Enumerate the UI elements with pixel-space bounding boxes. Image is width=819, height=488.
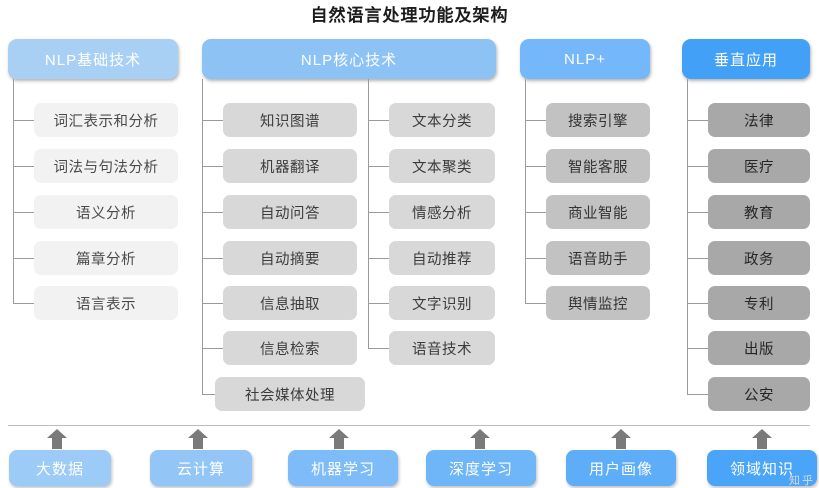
node-nlp-core[interactable]: 信息检索: [223, 331, 357, 365]
node-nlp-basic[interactable]: 篇章分析: [34, 241, 178, 275]
column-header-nlp-plus[interactable]: NLP+: [520, 39, 650, 79]
foundation-item-big-data[interactable]: 大数据: [9, 450, 111, 486]
connector-stub: [687, 120, 708, 121]
connector-stub: [687, 394, 708, 395]
connector-stub: [13, 303, 34, 304]
connector-stub: [525, 258, 546, 259]
connector-stub: [368, 303, 389, 304]
arrow-up-icon: [328, 428, 350, 450]
node-nlp-plus[interactable]: 舆情监控: [546, 286, 650, 320]
node-vertical-app[interactable]: 教育: [708, 195, 810, 229]
connector-stub: [13, 212, 34, 213]
page-title: 自然语言处理功能及架构: [310, 6, 509, 25]
connector-stub: [202, 120, 223, 121]
connector-stub: [687, 166, 708, 167]
connector-stub: [525, 212, 546, 213]
section-divider: [8, 425, 810, 426]
connector-stub: [13, 258, 34, 259]
connector-trunk-nlp-core-left: [202, 79, 203, 394]
connector-stub: [368, 120, 389, 121]
connector-stub: [202, 303, 223, 304]
node-nlp-basic[interactable]: 词汇表示和分析: [34, 103, 178, 137]
connector-trunk-nlp-core-right: [368, 79, 369, 349]
column-header-nlp-core[interactable]: NLP核心技术: [202, 39, 496, 79]
connector-stub: [368, 348, 389, 349]
connector-stub: [687, 348, 708, 349]
node-nlp-plus[interactable]: 智能客服: [546, 149, 650, 183]
connector-stub: [687, 258, 708, 259]
node-nlp-plus[interactable]: 搜索引擎: [546, 103, 650, 137]
node-vertical-app[interactable]: 政务: [708, 241, 810, 275]
connector-stub: [202, 212, 223, 213]
connector-stub: [525, 303, 546, 304]
node-nlp-core[interactable]: 信息抽取: [223, 286, 357, 320]
node-vertical-app[interactable]: 公安: [708, 377, 810, 411]
connector-trunk-nlp-plus: [525, 79, 526, 303]
node-nlp-core[interactable]: 自动摘要: [223, 241, 357, 275]
arrow-up-icon: [469, 428, 491, 450]
connector-trunk-nlp-basic: [13, 79, 14, 303]
node-vertical-app[interactable]: 医疗: [708, 149, 810, 183]
connector-stub: [13, 120, 34, 121]
arrow-up-icon: [751, 428, 773, 450]
node-nlp-core[interactable]: 知识图谱: [223, 103, 357, 137]
node-nlp-plus[interactable]: 语音助手: [546, 241, 650, 275]
column-header-nlp-basic[interactable]: NLP基础技术: [8, 39, 178, 79]
node-nlp-core[interactable]: 情感分析: [389, 195, 495, 229]
connector-stub: [687, 212, 708, 213]
connector-stub: [202, 394, 223, 395]
arrow-up-icon: [46, 428, 68, 450]
node-nlp-core[interactable]: 自动问答: [223, 195, 357, 229]
node-nlp-core[interactable]: 机器翻译: [223, 149, 357, 183]
node-nlp-plus[interactable]: 商业智能: [546, 195, 650, 229]
connector-trunk-vertical-apps: [687, 79, 688, 394]
connector-stub: [13, 166, 34, 167]
node-vertical-app[interactable]: 出版: [708, 331, 810, 365]
connector-stub: [368, 166, 389, 167]
node-vertical-app[interactable]: 专利: [708, 286, 810, 320]
node-nlp-core[interactable]: 自动推荐: [389, 241, 495, 275]
foundation-item-cloud-computing[interactable]: 云计算: [150, 450, 252, 486]
node-nlp-basic[interactable]: 语义分析: [34, 195, 178, 229]
foundation-item-user-profile[interactable]: 用户画像: [566, 450, 676, 486]
node-nlp-core[interactable]: 文字识别: [389, 286, 495, 320]
foundation-item-domain-knowledge[interactable]: 领域知识: [707, 450, 817, 486]
node-nlp-core[interactable]: 语音技术: [389, 331, 495, 365]
connector-stub: [368, 212, 389, 213]
column-header-vertical-apps[interactable]: 垂直应用: [682, 39, 810, 79]
arrow-up-icon: [187, 428, 209, 450]
connector-stub: [202, 258, 223, 259]
connector-stub: [687, 303, 708, 304]
node-nlp-basic[interactable]: 语言表示: [34, 286, 178, 320]
arrow-up-icon: [610, 428, 632, 450]
connector-stub: [525, 166, 546, 167]
connector-stub: [202, 166, 223, 167]
connector-stub: [368, 258, 389, 259]
node-nlp-core[interactable]: 文本聚类: [389, 149, 495, 183]
node-vertical-app[interactable]: 法律: [708, 103, 810, 137]
foundation-item-machine-learning[interactable]: 机器学习: [288, 450, 398, 486]
connector-stub: [202, 348, 223, 349]
connector-stub: [525, 120, 546, 121]
node-nlp-core[interactable]: 文本分类: [389, 103, 495, 137]
node-nlp-core[interactable]: 社会媒体处理: [215, 377, 365, 411]
foundation-item-deep-learning[interactable]: 深度学习: [426, 450, 536, 486]
node-nlp-basic[interactable]: 词法与句法分析: [34, 149, 178, 183]
